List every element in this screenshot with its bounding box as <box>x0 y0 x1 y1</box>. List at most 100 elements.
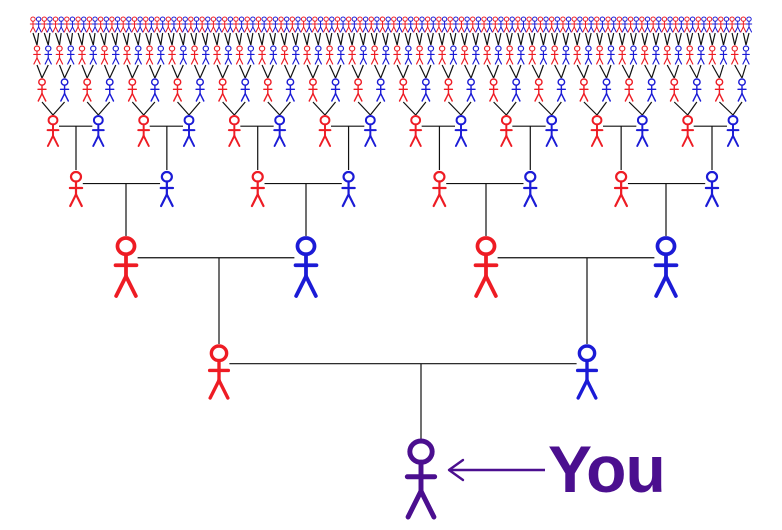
father-stick-figure-icon <box>170 16 178 33</box>
descent-line <box>734 32 739 46</box>
mother-stick-figure-icon <box>348 45 356 65</box>
father-stick-figure-icon <box>678 16 685 33</box>
mother-stick-figure-icon <box>514 16 522 33</box>
descent-line <box>393 32 398 46</box>
father-stick-figure-icon <box>531 16 538 33</box>
mother-stick-figure-icon <box>165 16 172 33</box>
mother-stick-figure-icon <box>393 45 401 65</box>
father-stick-figure-icon <box>111 45 120 65</box>
descent-line <box>325 32 331 46</box>
descent-line <box>460 32 466 46</box>
mother-stick-figure-icon <box>559 16 567 33</box>
descent-line <box>182 32 186 46</box>
descent-line <box>675 32 680 46</box>
mother-stick-figure-icon <box>424 16 431 33</box>
descent-line <box>167 32 173 46</box>
father-stick-figure-icon <box>182 115 196 147</box>
father-stick-figure-icon <box>179 45 188 65</box>
mother-stick-figure-icon <box>573 45 582 65</box>
father-stick-figure-icon <box>635 115 649 147</box>
descent-line <box>32 32 38 46</box>
descent-line <box>449 32 454 46</box>
father-stick-figure-icon <box>723 16 730 33</box>
father-stick-figure-icon <box>644 16 651 33</box>
descent-line <box>86 64 94 79</box>
descent-line <box>77 32 83 46</box>
father-stick-figure-icon <box>466 78 476 102</box>
descent-line <box>279 101 291 116</box>
descent-line <box>708 32 713 46</box>
descent-line <box>666 64 675 79</box>
father-stick-figure-icon <box>509 16 516 33</box>
father-stick-figure-icon <box>610 16 617 33</box>
mother-stick-figure-icon <box>595 45 604 65</box>
father-stick-figure-icon <box>726 115 740 147</box>
father-stick-figure-icon <box>314 45 323 65</box>
descent-line <box>742 32 747 46</box>
mother-stick-figure-icon <box>413 16 420 33</box>
descent-line <box>317 32 322 46</box>
mother-stick-figure-icon <box>443 78 454 102</box>
mother-stick-figure-icon <box>492 16 499 33</box>
descent-line <box>329 32 333 46</box>
descent-line <box>359 32 364 46</box>
father-stick-figure-icon <box>384 16 392 33</box>
mother-stick-figure-icon <box>460 45 469 65</box>
mother-stick-figure-icon <box>640 45 649 65</box>
descent-line <box>143 101 156 116</box>
descent-line <box>419 64 427 79</box>
father-stick-figure-icon <box>407 16 414 33</box>
father-stick-figure-icon <box>539 45 548 65</box>
father-stick-figure-icon <box>114 16 121 33</box>
father-stick-figure-icon <box>745 16 753 33</box>
descent-line <box>460 101 472 116</box>
father-stick-figure-icon <box>57 16 65 33</box>
descent-line <box>109 64 117 79</box>
descent-line <box>628 101 643 116</box>
descent-line <box>576 32 581 46</box>
father-stick-figure-icon <box>692 78 702 102</box>
mother-stick-figure-icon <box>255 16 262 33</box>
mother-stick-figure-icon <box>415 45 424 65</box>
father-stick-figure-icon <box>382 45 390 65</box>
descent-line <box>86 101 99 116</box>
father-stick-figure-icon <box>472 45 480 65</box>
father-stick-figure-icon <box>294 16 302 33</box>
father-stick-figure-icon <box>80 16 87 33</box>
father-stick-figure-icon <box>689 16 696 33</box>
mother-stick-figure-icon <box>227 115 241 147</box>
descent-line <box>312 101 326 116</box>
descent-line <box>644 64 653 79</box>
descent-line <box>539 32 545 46</box>
descent-line <box>425 64 432 79</box>
father-stick-figure-icon <box>652 45 660 65</box>
father-stick-figure-icon <box>201 45 210 65</box>
father-stick-figure-icon <box>494 45 503 65</box>
father-stick-figure-icon <box>91 16 99 33</box>
mother-stick-figure-icon <box>29 16 37 33</box>
mother-stick-figure-icon <box>356 16 364 33</box>
descent-line <box>596 101 608 116</box>
father-stick-figure-icon <box>204 16 211 33</box>
father-stick-figure-icon <box>283 16 290 33</box>
father-stick-figure-icon <box>150 78 160 102</box>
father-stick-figure-icon <box>497 16 505 33</box>
descent-line <box>452 32 457 46</box>
mother-stick-figure-icon <box>37 78 47 102</box>
father-stick-figure-icon <box>306 16 313 33</box>
descent-line <box>66 32 72 46</box>
father-stick-figure-icon <box>452 16 460 33</box>
descent-line <box>641 32 646 46</box>
descent-line <box>441 32 446 46</box>
mother-stick-figure-icon <box>435 16 443 33</box>
mother-stick-figure-icon <box>100 45 109 65</box>
mother-stick-figure-icon <box>730 45 739 65</box>
descent-line <box>441 64 449 79</box>
descent-line <box>402 64 409 79</box>
descent-line <box>666 32 671 46</box>
mother-stick-figure-icon <box>250 170 265 208</box>
mother-stick-figure-icon <box>503 16 510 33</box>
mother-stick-figure-icon <box>289 16 296 33</box>
father-stick-figure-icon <box>269 45 278 65</box>
ancestor-figures <box>29 16 753 400</box>
